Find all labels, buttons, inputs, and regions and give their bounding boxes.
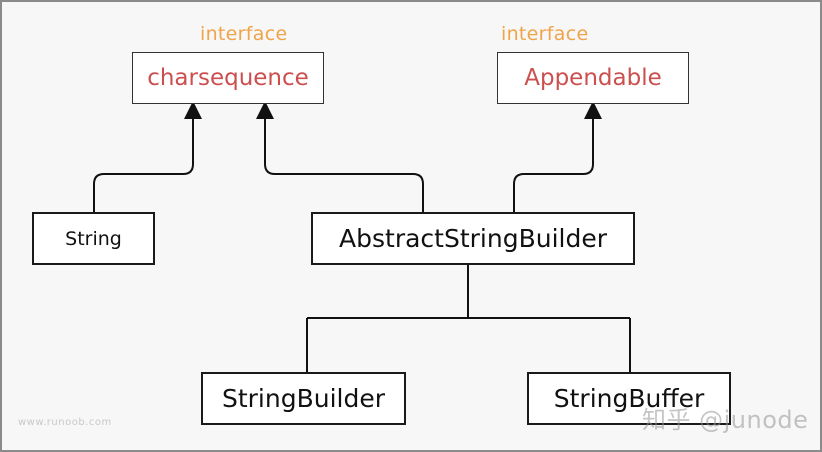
stringbuilder-class-box: StringBuilder: [201, 372, 406, 425]
line-abstractstringbuilder-to-children: [306, 263, 631, 373]
stringbuffer-class-box: StringBuffer: [527, 372, 731, 425]
arrow-abstractstringbuilder-to-appendable: [513, 101, 602, 213]
watermark-zhihu: 知乎 @junode: [642, 406, 809, 434]
arrow-abstractstringbuilder-to-charsequence: [256, 101, 424, 213]
appendable-interface-box: Appendable: [497, 52, 689, 104]
charsequence-interface-box: charsequence: [132, 52, 324, 104]
appendable-stereotype-label: interface: [501, 23, 589, 45]
charsequence-stereotype-label: interface: [200, 23, 288, 45]
abstractstringbuilder-class-box: AbstractStringBuilder: [311, 212, 635, 265]
string-class-box: String: [32, 212, 155, 265]
arrow-string-to-charsequence: [93, 101, 202, 212]
watermark-runoob: www.runoob.com: [18, 417, 112, 428]
